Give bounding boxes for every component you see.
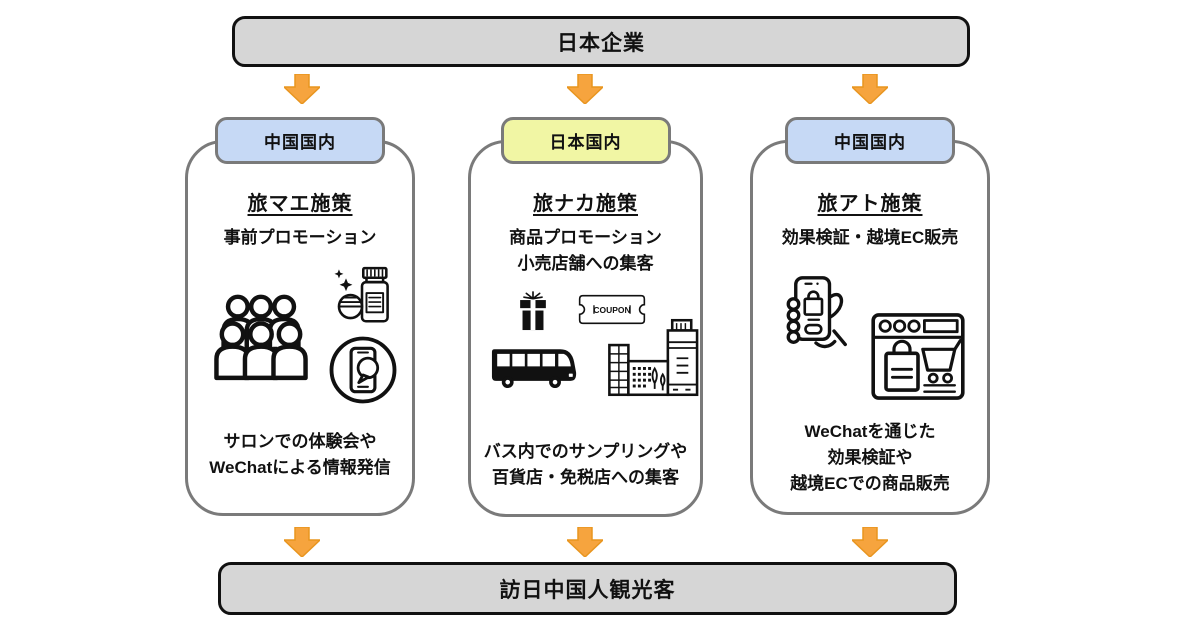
coupon-icon: COUPON [577,294,647,325]
bottom-box-label: 訪日中国人観光客 [499,578,676,602]
supplement-pill-bottle-icon [330,265,394,325]
card-title: 旅マエ施策 [247,193,353,215]
down-arrow-icon [852,527,888,557]
card-description: バス内でのサンプリングや 百貨店・免税店への集客 [483,442,688,487]
crowd-icon [212,289,310,383]
ec-site-cart-icon [870,309,966,404]
card-subtitle: 事前プロモーション [223,228,377,247]
bus-icon [488,346,580,392]
card-title: 旅アト施策 [817,193,923,215]
region-badge: 日本国内 [500,117,671,164]
region-badge: 中国国内 [785,117,955,164]
city-buildings-icon [605,311,700,404]
hand-smartphone-shopping-icon [775,274,851,358]
column-card-tabimae: 中国国内 旅マエ施策 事前プロモーション [185,117,415,516]
region-badge-label: 中国国内 [834,133,906,152]
region-badge-label: 日本国内 [549,133,622,152]
card-description: サロンでの体験会や WeChatによる情報発信 [209,432,391,477]
card-title: 旅ナカ施策 [533,193,638,215]
gift-icon [515,291,551,331]
region-badge-label: 中国国内 [264,133,336,152]
down-arrow-icon [284,74,320,104]
bottom-box: 訪日中国人観光客 [218,562,957,615]
smartphone-chat-icon [328,335,398,405]
card-subtitle: 効果検証・越境EC販売 [781,228,959,247]
column-card-tabiato: 中国国内 旅アト施策 効果検証・越境EC販売 [750,117,990,515]
down-arrow-icon [852,74,888,104]
down-arrow-icon [284,527,320,557]
down-arrow-icon [567,527,603,557]
card-subtitle: 商品プロモーション 小売店舗への集客 [509,228,662,273]
column-card-tabinaka: 日本国内 旅ナカ施策 商品プロモーション 小売店舗への集客 [468,117,703,517]
region-badge: 中国国内 [215,117,385,164]
top-box: 日本企業 [232,16,970,67]
card-description: WeChatを通じた 効果検証や 越境ECでの商品販売 [790,422,950,493]
top-box-label: 日本企業 [557,31,645,55]
down-arrow-icon [567,74,603,104]
coupon-text: COUPON [593,305,630,315]
